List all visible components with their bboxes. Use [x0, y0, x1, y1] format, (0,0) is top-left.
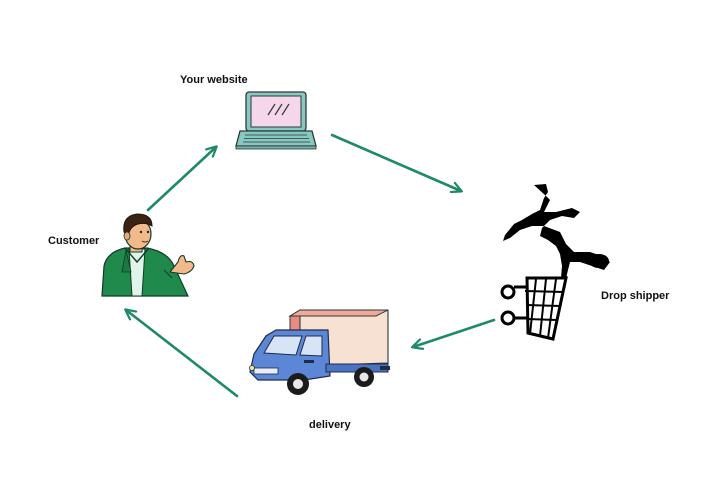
- falling-shopper-cart-icon: [500, 184, 610, 341]
- delivery-truck-icon: [249, 309, 390, 395]
- customer-person-icon: [101, 213, 195, 297]
- arrow-website-to-shipper: [330, 133, 461, 191]
- delivery-label: delivery: [309, 419, 351, 431]
- laptop-icon: [235, 91, 317, 150]
- website-label: Your website: [180, 74, 248, 86]
- arrow-customer-to-website: [146, 147, 216, 212]
- arrow-shipper-to-delivery: [413, 318, 496, 347]
- arrow-delivery-to-customer: [126, 310, 239, 398]
- customer-label: Customer: [48, 235, 100, 247]
- shipper-label: Drop shipper: [601, 290, 670, 302]
